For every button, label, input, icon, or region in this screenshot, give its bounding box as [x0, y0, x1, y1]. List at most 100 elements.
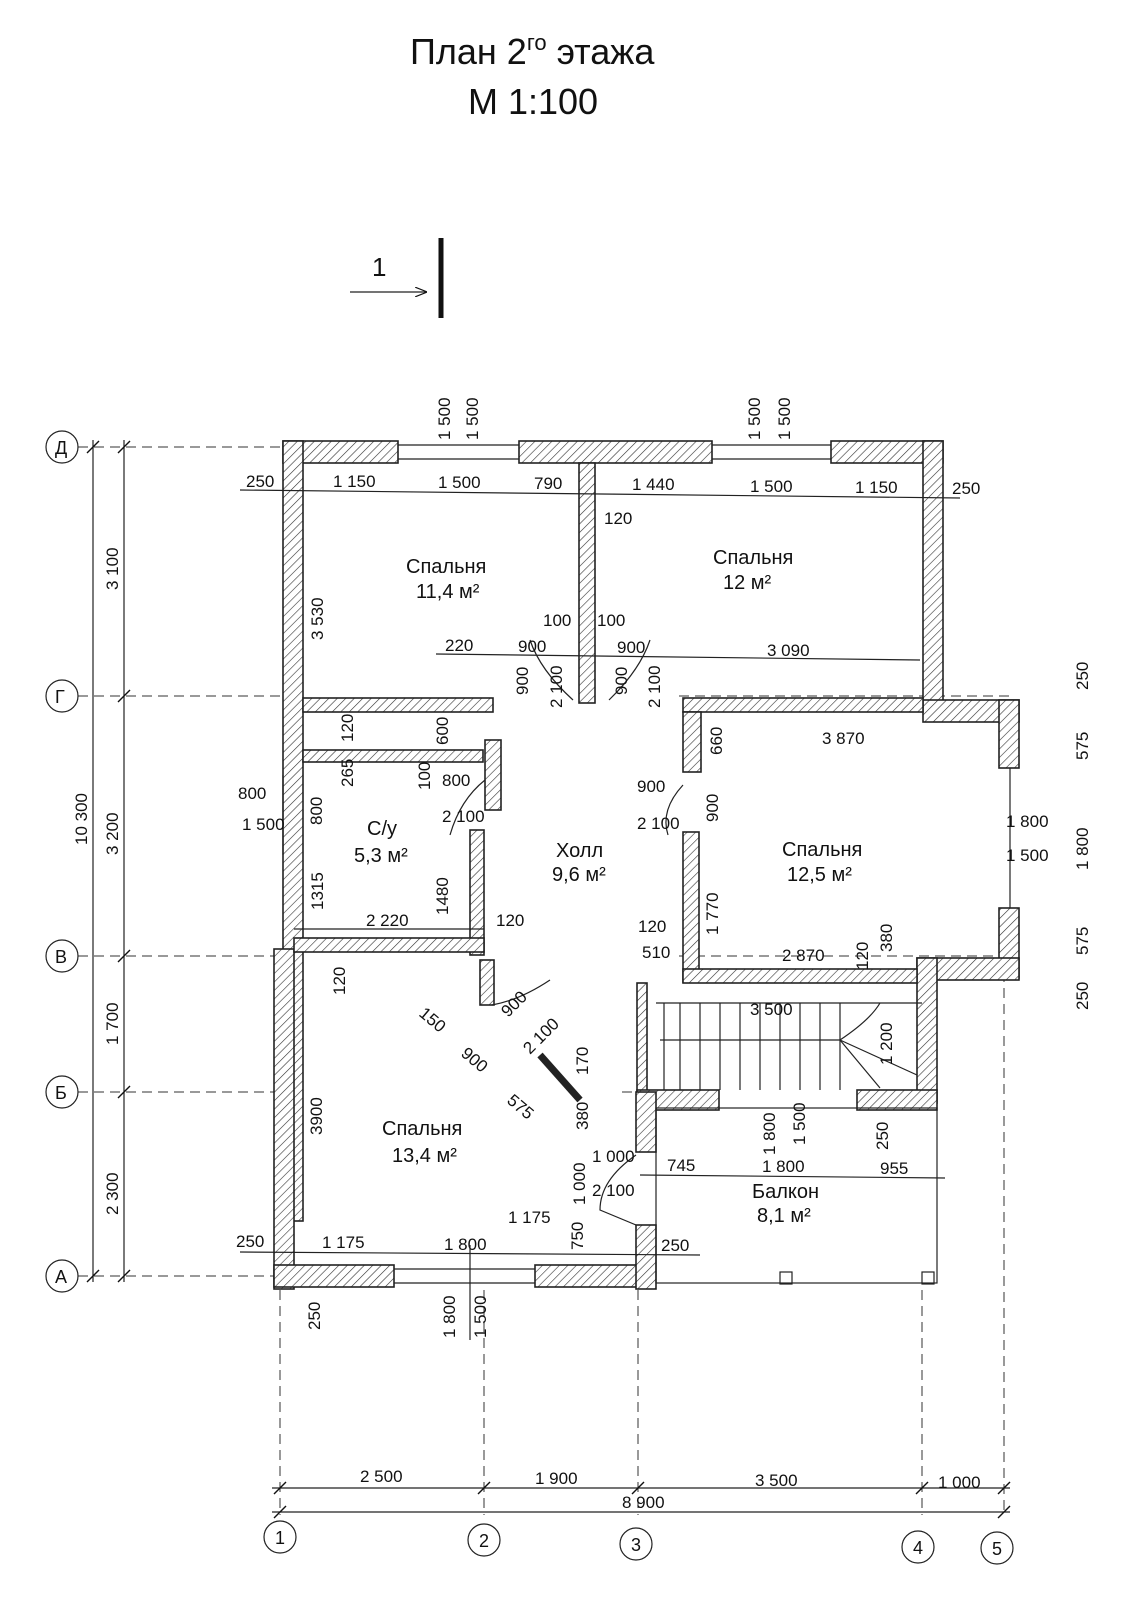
- dim-label: 1 800: [1006, 812, 1049, 831]
- svg-text:В: В: [55, 947, 67, 967]
- svg-text:5: 5: [992, 1539, 1002, 1559]
- dim-label: 1 500: [438, 473, 481, 492]
- room-bedroom-4: Спальня 13,4 м²: [382, 1118, 462, 1167]
- dim-label: 2 220: [366, 911, 409, 930]
- bottom-dimension-chains: 2 500 1 900 3 500 1 000 8 900: [272, 1467, 1011, 1519]
- axis-col-4: 4: [901, 1530, 935, 1564]
- dim-label: 1 500: [1006, 846, 1049, 865]
- dim-label: 250: [1073, 662, 1092, 690]
- row-axis-bubbles: Д Г В Б А: [45, 430, 79, 1293]
- dim-label: 170: [573, 1047, 592, 1075]
- svg-text:Г: Г: [55, 687, 65, 707]
- svg-text:4: 4: [913, 1538, 923, 1558]
- dim-label: 510: [642, 943, 670, 962]
- dim-total-width: 8 900: [622, 1493, 665, 1512]
- svg-text:9,6 м²: 9,6 м²: [552, 864, 606, 886]
- dim-label: 3 530: [308, 597, 327, 640]
- dim-label: 1 500: [745, 397, 764, 440]
- svg-text:5,3 м²: 5,3 м²: [354, 845, 408, 867]
- axis-col-1: 1: [263, 1520, 297, 1554]
- dim-label: 1 500: [435, 397, 454, 440]
- dim-label: 1 500: [750, 477, 793, 496]
- dim-label: 1 175: [322, 1233, 365, 1252]
- dim-4-5: 1 000: [938, 1473, 981, 1492]
- dim-label: 1315: [308, 872, 327, 910]
- room-hall: Холл 9,6 м²: [552, 840, 606, 886]
- dim-label: 1 500: [242, 815, 285, 834]
- dim-label: 250: [952, 479, 980, 498]
- dim-label: 250: [661, 1236, 689, 1255]
- dim-label: 1 500: [790, 1102, 809, 1145]
- svg-text:Спальня: Спальня: [382, 1118, 462, 1140]
- dim-2-3: 1 900: [535, 1469, 578, 1488]
- axis-col-5: 5: [980, 1531, 1014, 1565]
- dim-label: 120: [496, 911, 524, 930]
- dim-label: 900: [497, 987, 530, 1020]
- dimension-labels: 250 1 150 1 500 790 1 440 1 500 1 150 25…: [236, 397, 1092, 1340]
- dim-label: 265: [338, 759, 357, 787]
- dim-1-2: 2 500: [360, 1467, 403, 1486]
- dim-label: 2 100: [645, 665, 664, 708]
- dim-label: 120: [638, 917, 666, 936]
- dim-label: 660: [707, 727, 726, 755]
- room-bedroom-2: Спальня 12 м²: [713, 547, 793, 594]
- dim-label: 955: [880, 1159, 908, 1178]
- dim-label: 250: [873, 1122, 892, 1150]
- dim-label: 100: [597, 611, 625, 630]
- plan-title: План 2го этажа: [410, 30, 655, 72]
- axis-row-G: Г: [45, 679, 79, 713]
- dim-label: 1 500: [471, 1295, 490, 1338]
- dim-label: 120: [604, 509, 632, 528]
- dim-label: 250: [236, 1232, 264, 1251]
- dim-label: 600: [433, 717, 452, 745]
- dim-label: 3 870: [822, 729, 865, 748]
- dim-label: 800: [442, 771, 470, 790]
- dim-label: 745: [667, 1156, 695, 1175]
- dim-label: 3900: [307, 1097, 326, 1135]
- svg-text:8,1 м²: 8,1 м²: [757, 1205, 811, 1227]
- dim-label: 1 000: [592, 1147, 635, 1166]
- dim-label: 900: [513, 667, 532, 695]
- dim-label: 900: [637, 777, 665, 796]
- svg-text:1: 1: [275, 1528, 285, 1548]
- dim-label: 575: [1073, 732, 1092, 760]
- dim-label: 380: [877, 924, 896, 952]
- dim-label: 1 800: [762, 1157, 805, 1176]
- room-wc: С/у 5,3 м²: [354, 818, 408, 867]
- dim-label: 1 200: [877, 1022, 896, 1065]
- svg-text:12,5 м²: 12,5 м²: [787, 864, 852, 886]
- dim-label: 900: [518, 637, 546, 656]
- svg-text:1: 1: [372, 252, 386, 282]
- dim-label: 1 800: [1073, 827, 1092, 870]
- dim-label: 220: [445, 636, 473, 655]
- section-mark: 1: [350, 238, 444, 318]
- dim-label: 2 100: [547, 665, 566, 708]
- dim-label: 380: [573, 1102, 592, 1130]
- svg-text:2: 2: [479, 1531, 489, 1551]
- dim-label: 900: [617, 638, 645, 657]
- axis-row-A: А: [45, 1259, 79, 1293]
- grid-axes: [78, 446, 1010, 1515]
- dim-label: 790: [534, 474, 562, 493]
- dim-label: 120: [853, 942, 872, 970]
- svg-text:11,4 м²: 11,4 м²: [416, 581, 480, 603]
- dim-label: 250: [246, 472, 274, 491]
- dim-label: 1 500: [775, 397, 794, 440]
- dim-label: 250: [1073, 982, 1092, 1010]
- axis-col-2: 2: [467, 1523, 501, 1557]
- room-balcony: Балкон 8,1 м²: [752, 1181, 819, 1227]
- dim-label: 100: [543, 611, 571, 630]
- dim-label: 900: [612, 667, 631, 695]
- dim-label: 100: [415, 762, 434, 790]
- dim-label: 800: [307, 797, 326, 825]
- svg-text:Холл: Холл: [556, 840, 603, 862]
- dim-label: 1 150: [855, 478, 898, 497]
- dim-label: 1 440: [632, 475, 675, 494]
- svg-text:Спальня: Спальня: [406, 556, 486, 578]
- svg-text:С/у: С/у: [367, 818, 397, 840]
- dim-label: 2 100: [442, 807, 485, 826]
- dim-label: 575: [503, 1091, 537, 1124]
- dim-V-B: 1 700: [103, 1002, 122, 1045]
- axis-col-3: 3: [619, 1527, 653, 1561]
